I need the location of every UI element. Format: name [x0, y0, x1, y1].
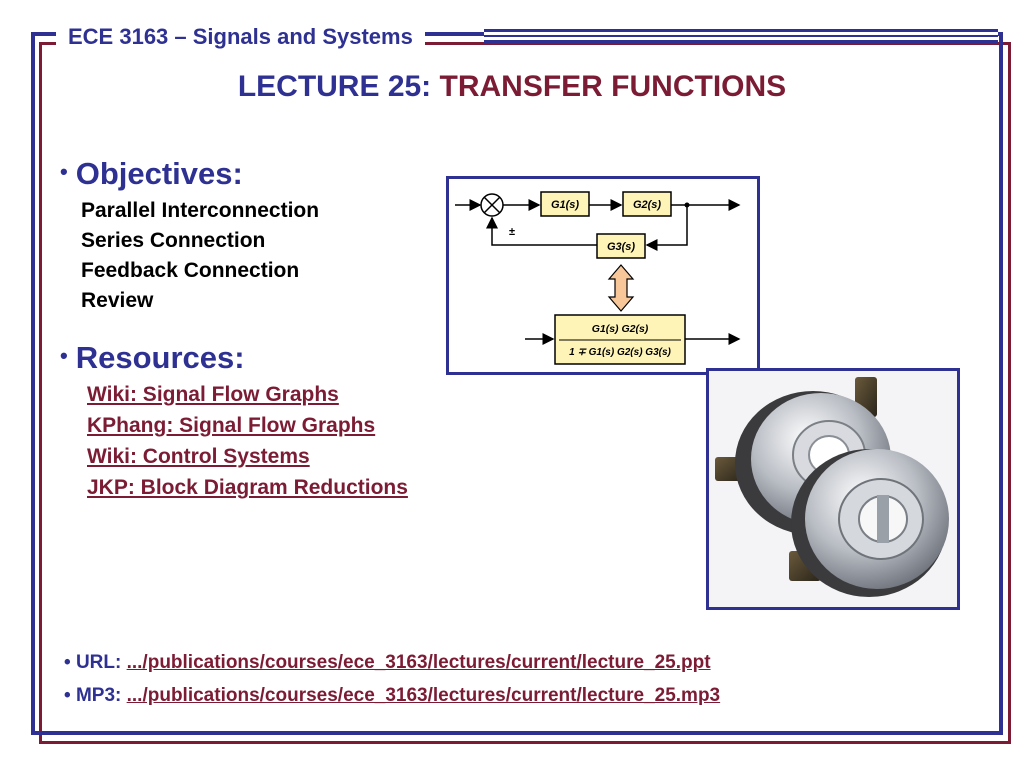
resource-link-kphang-sfg[interactable]: KPhang: Signal Flow Graphs [87, 414, 376, 437]
equivalent-denominator: 1 ∓ G1(s) G2(s) G3(s) [569, 347, 671, 358]
url-row: • URL: .../publications/courses/ece_3163… [64, 652, 711, 674]
slide-frame-outer [39, 42, 1011, 744]
equivalence-arrow-icon [607, 264, 635, 312]
resources-heading-row: • Resources: [60, 340, 245, 376]
feedback-sign: ± [509, 226, 515, 238]
equivalent-numerator: G1(s) G2(s) [592, 323, 649, 335]
resources-heading: Resources: [75, 340, 245, 375]
block-g1 [540, 191, 590, 217]
bullet-icon: • [60, 159, 68, 184]
encoder-photo-svg [709, 371, 957, 607]
objectives-list: Parallel Interconnection Series Connecti… [81, 196, 319, 316]
block-g2-label: G2(s) [633, 199, 661, 211]
objective-item: Series Connection [81, 229, 266, 252]
resources-list: Wiki: Signal Flow Graphs KPhang: Signal … [87, 379, 408, 503]
objectives-heading: Objectives: [75, 156, 243, 191]
bullet-icon: • [64, 685, 71, 706]
mp3-row: • MP3: .../publications/courses/ece_3163… [64, 685, 720, 707]
resource-link-jkp-block[interactable]: JKP: Block Diagram Reductions [87, 476, 408, 499]
header-rule [484, 29, 998, 43]
course-title: ECE 3163 – Signals and Systems [56, 22, 425, 52]
slide-title: LECTURE 25: TRANSFER FUNCTIONS [0, 70, 1024, 104]
resource-link-wiki-sfg[interactable]: Wiki: Signal Flow Graphs [87, 383, 339, 406]
url-label: URL: [75, 652, 127, 673]
mp3-label: MP3: [75, 685, 127, 706]
block-g3-label: G3(s) [607, 241, 635, 253]
objective-item: Parallel Interconnection [81, 199, 320, 222]
lecture-topic: TRANSFER FUNCTIONS [439, 70, 787, 103]
bullet-icon: • [60, 343, 68, 368]
objective-item: Review [81, 289, 154, 312]
resource-link-wiki-control[interactable]: Wiki: Control Systems [87, 445, 310, 468]
block-g3 [596, 233, 646, 259]
bullet-icon: • [64, 652, 71, 673]
block-g2 [622, 191, 672, 217]
mp3-link[interactable]: .../publications/courses/ece_3163/lectur… [126, 685, 721, 706]
summing-junction-icon [480, 193, 504, 217]
objectives-heading-row: • Objectives: [60, 156, 243, 192]
block-diagram-figure: G1(s) G2(s) G3(s) ± G1(s) G2(s) 1 ∓ G1(s… [446, 176, 760, 375]
front-encoder-shape [789, 449, 949, 597]
encoder-photo [706, 368, 960, 610]
objective-item: Feedback Connection [81, 259, 300, 282]
block-diagram-svg: G1(s) G2(s) G3(s) ± G1(s) G2(s) 1 ∓ G1(s… [455, 191, 741, 365]
block-g1-label: G1(s) [551, 199, 579, 211]
lecture-number: LECTURE 25: [237, 70, 440, 103]
ppt-link[interactable]: .../publications/courses/ece_3163/lectur… [126, 652, 711, 673]
